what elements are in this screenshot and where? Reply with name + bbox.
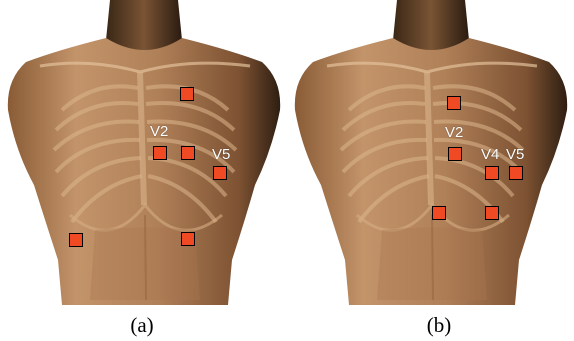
torso-illustration xyxy=(0,0,287,310)
electrode xyxy=(447,96,461,110)
electrode xyxy=(180,87,194,101)
lead-label-v5: V5 xyxy=(212,146,230,163)
electrode xyxy=(432,206,446,220)
panel-caption: (b) xyxy=(399,313,479,338)
torso-illustration xyxy=(287,0,574,310)
electrode xyxy=(153,146,167,160)
torso-panel-b: V2 V4 V5 (b) xyxy=(287,0,574,341)
lead-label-v4: V4 xyxy=(481,146,499,163)
electrode xyxy=(181,146,195,160)
electrode xyxy=(181,232,195,246)
electrode xyxy=(485,166,499,180)
panel-caption: (a) xyxy=(102,313,182,338)
electrode xyxy=(213,166,227,180)
electrode xyxy=(69,233,83,247)
electrode xyxy=(485,206,499,220)
torso-panel-a: V2 V5 (a) xyxy=(0,0,287,341)
lead-label-v5: V5 xyxy=(506,146,524,163)
lead-label-v2: V2 xyxy=(445,124,463,141)
electrode xyxy=(509,166,523,180)
electrode xyxy=(448,147,462,161)
lead-label-v2: V2 xyxy=(150,123,168,140)
